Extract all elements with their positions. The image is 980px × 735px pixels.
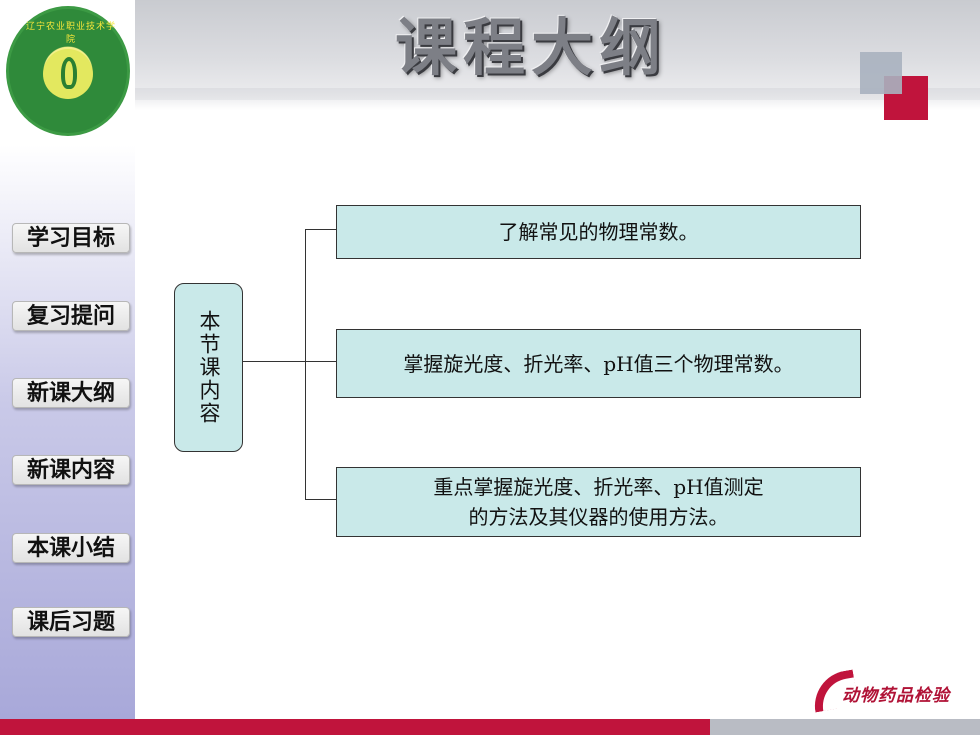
header-fade xyxy=(135,88,980,110)
connector-vertical xyxy=(305,229,306,500)
header-bar xyxy=(0,0,980,100)
nav-button-new-content[interactable]: 新课内容 xyxy=(12,455,130,485)
nav-button-homework[interactable]: 课后习题 xyxy=(12,607,130,637)
nav-button-study-goals[interactable]: 学习目标 xyxy=(12,223,130,253)
logo-text: 辽宁农业职业技术学院 xyxy=(25,22,116,45)
connector-branch-3 xyxy=(305,499,336,500)
outline-root-box: 本节课内容 xyxy=(174,283,243,452)
connector-branch-1 xyxy=(305,229,336,230)
decor-gray-square xyxy=(860,52,902,94)
bottom-bar-red xyxy=(0,719,710,735)
sprout-icon xyxy=(61,57,77,89)
outline-point-3: 重点掌握旋光度、折光率、pH值测定 的方法及其仪器的使用方法。 xyxy=(336,467,861,537)
nav-button-new-outline[interactable]: 新课大纲 xyxy=(12,378,130,408)
page-title: 课程大纲 xyxy=(395,11,668,84)
college-logo-icon: 辽宁农业职业技术学院 xyxy=(6,6,130,136)
nav-button-lesson-summary[interactable]: 本课小结 xyxy=(12,533,130,563)
outline-point-2: 掌握旋光度、折光率、pH值三个物理常数。 xyxy=(336,329,861,398)
connector-root xyxy=(243,361,305,362)
logo-area: 辽宁农业职业技术学院 xyxy=(0,0,135,145)
outline-point-1: 了解常见的物理常数。 xyxy=(336,205,861,259)
bottom-bar-gray xyxy=(710,719,980,735)
footer-brand: 动物药品检验 xyxy=(809,667,972,715)
connector-branch-2 xyxy=(305,361,336,362)
bottom-bar xyxy=(0,719,980,735)
nav-button-review-questions[interactable]: 复习提问 xyxy=(12,301,130,331)
footer-brand-text: 动物药品检验 xyxy=(842,686,950,706)
